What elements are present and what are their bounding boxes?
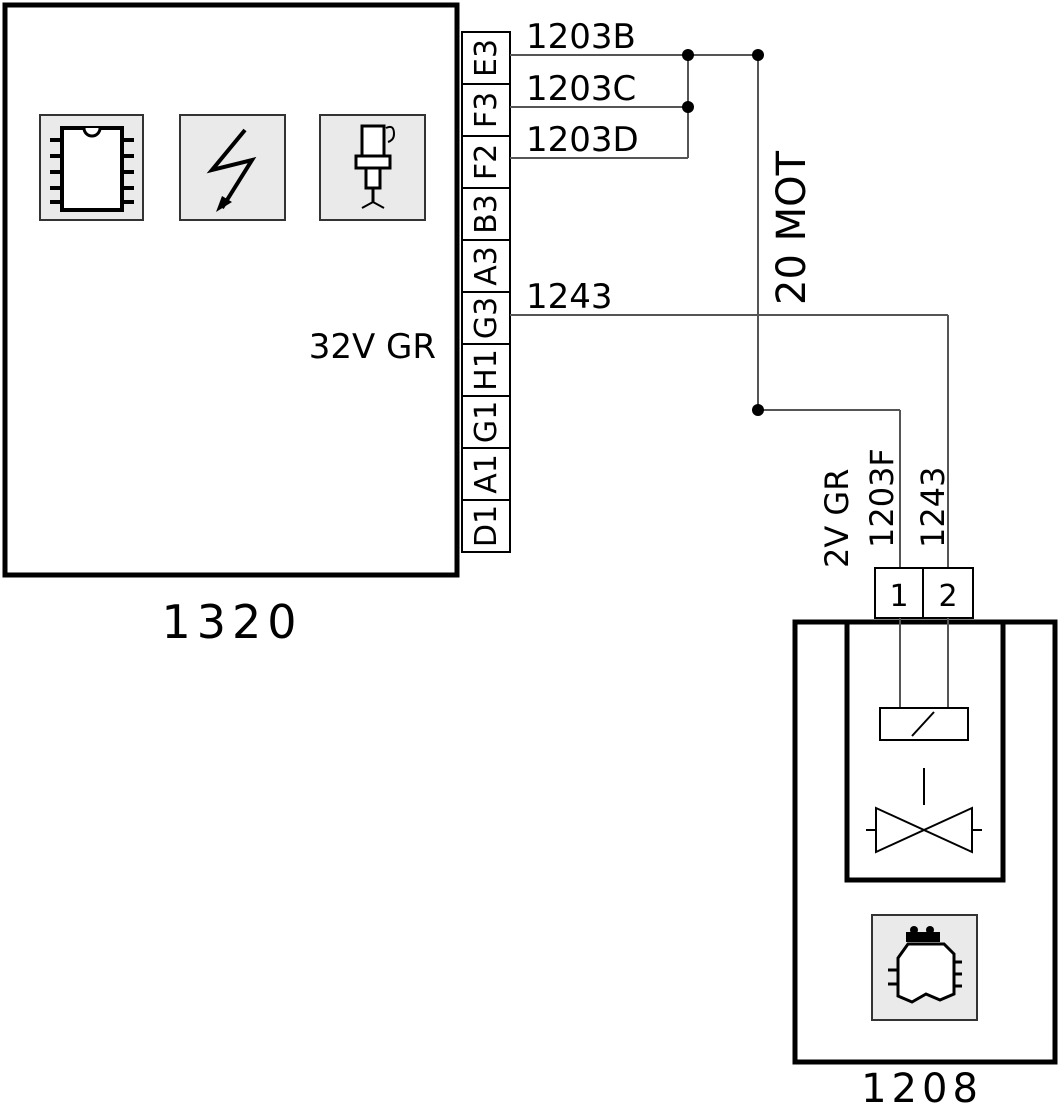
pin-f2: F2 [469, 144, 504, 180]
wire-label-1203b: 1203B [526, 17, 636, 57]
solenoid-icon [879, 618, 969, 741]
ecu-id: 1320 [161, 595, 302, 649]
solenoid-valve-box [844, 619, 1006, 883]
wires [510, 49, 949, 568]
ecu-box [2, 2, 460, 578]
ecu-pin-strip: E3 F3 F2 B3 A3 G3 H1 G1 A1 D1 [461, 31, 511, 553]
chip-icon [39, 114, 144, 221]
lightning-icon [179, 114, 286, 221]
wire-label-1203c: 1203C [526, 69, 636, 109]
engine-pump-icon [871, 914, 978, 1021]
pin-h1: H1 [469, 349, 504, 391]
wire-label-1243-top: 1243 [526, 277, 613, 317]
connector-2v: 1 2 [874, 567, 974, 619]
pin-b3: B3 [469, 194, 504, 234]
injector-icon [319, 114, 426, 221]
pin-e3: E3 [469, 39, 504, 77]
wire-label-1203f: 1203F [863, 448, 901, 548]
ecu-spec: 32V GR [309, 327, 436, 367]
pin-a1: A1 [469, 454, 504, 494]
pin-d1: D1 [469, 505, 504, 547]
connector-pin-1: 1 [889, 579, 908, 614]
wire-label-1203d: 1203D [526, 120, 639, 160]
connector-pin-2: 2 [938, 579, 957, 614]
pin-f3: F3 [469, 92, 504, 128]
valve-icon [866, 768, 982, 854]
pin-g3: G3 [469, 297, 504, 339]
pin-g1: G1 [469, 401, 504, 443]
connector-spec: 2V GR [818, 469, 856, 568]
actuator-id: 1208 [861, 1066, 983, 1110]
pin-a3: A3 [469, 246, 504, 286]
wire-label-1243-down: 1243 [914, 467, 952, 548]
bundle-label: 20 MOT [769, 150, 815, 305]
